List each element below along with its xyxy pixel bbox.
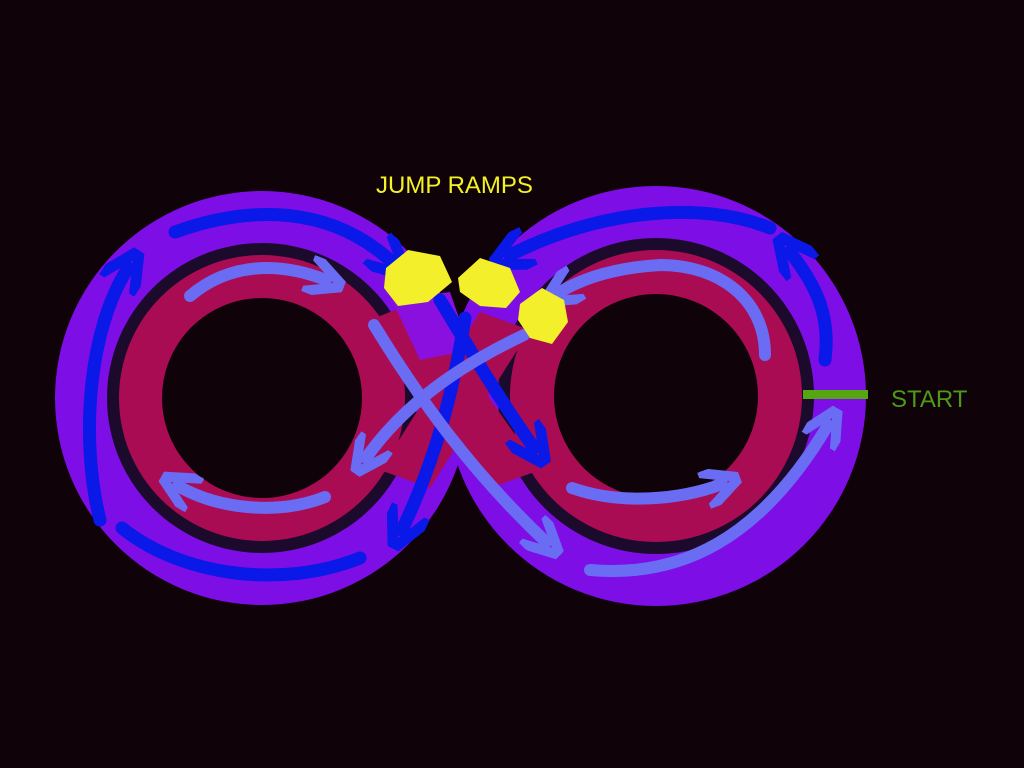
- arrow-icon: [510, 205, 777, 255]
- jump-ramp-icon: [458, 258, 520, 308]
- jump-ramp-icon: [518, 288, 568, 344]
- jump-ramp-icon: [384, 250, 452, 306]
- arrow-icon: [433, 293, 534, 448]
- arrow-icon: [566, 484, 722, 499]
- arrow-icon: [368, 319, 546, 542]
- track-holes: [162, 294, 758, 498]
- outer-lane-arrows: [82, 205, 833, 582]
- arrow-icon: [184, 268, 326, 302]
- arrow-icon: [560, 259, 771, 361]
- jump-ramps-label: JUMP RAMPS: [376, 172, 533, 199]
- arrow-icon: [790, 252, 833, 367]
- jump-ramps: [384, 250, 568, 344]
- arrow-icon: [82, 268, 128, 527]
- inner-lane-arrows: [178, 259, 828, 577]
- arrow-icon: [366, 329, 530, 458]
- start-line: [803, 390, 868, 399]
- arrow-icon: [115, 521, 367, 582]
- arrow-icon: [584, 425, 828, 577]
- arrow-icon: [168, 208, 392, 262]
- arrow-icon: [178, 486, 331, 514]
- start-label: START: [891, 386, 968, 413]
